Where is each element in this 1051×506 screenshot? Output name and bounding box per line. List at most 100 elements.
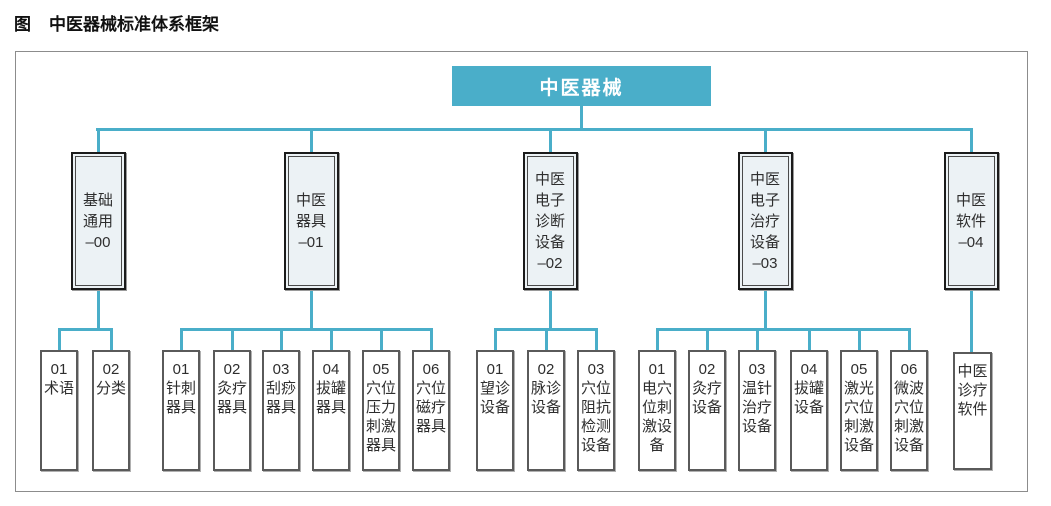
root-node-label: 中医器械 xyxy=(539,77,624,99)
leaf-name: 微波 穴位 刺激 设备 xyxy=(893,380,924,454)
leaf-node-01-06: 06 穴位 磁疗 器具 xyxy=(412,350,450,471)
connector-line xyxy=(544,328,548,350)
leaf-node-00-01: 01 术语 xyxy=(40,350,78,471)
branch-node-inner: 中医 软件 –04 xyxy=(947,156,995,286)
connector-line xyxy=(763,290,767,331)
branch-node-01-tcm-instruments: 中医 器具 –01 xyxy=(283,152,339,290)
connector-line xyxy=(807,328,811,350)
connector-line xyxy=(96,128,973,131)
branch-node-label: 基础 通用 –00 xyxy=(82,191,113,251)
leaf-name: 中医 诊疗 软件 xyxy=(957,363,988,418)
leaf-node-01-03: 03 刮痧 器具 xyxy=(262,350,300,471)
leaf-num: 03 xyxy=(587,361,605,378)
leaf-name: 灸疗 器具 xyxy=(216,380,247,416)
leaf-name: 穴位 阻抗 检测 设备 xyxy=(580,380,611,454)
leaf-node-02-01: 01 望诊 设备 xyxy=(476,350,514,471)
leaf-num: 02 xyxy=(698,361,716,378)
connector-line xyxy=(548,290,552,331)
branch-node-label: 中医 软件 –04 xyxy=(955,191,986,251)
leaf-node-04-software: 中医 诊疗 软件 xyxy=(953,352,992,470)
leaf-name: 激光 穴位 刺激 设备 xyxy=(843,380,874,454)
leaf-name: 术语 xyxy=(43,380,74,397)
leaf-name: 电穴 位刺 激设 备 xyxy=(641,380,672,454)
branch-node-label: 中医 电子 治疗 设备 –03 xyxy=(749,170,780,272)
connector-line xyxy=(969,290,973,352)
figure-title: 图中医器械标准体系框架 xyxy=(14,10,219,35)
leaf-name: 灸疗 设备 xyxy=(691,380,722,416)
leaf-node-01-05: 05 穴位 压力 刺激 器具 xyxy=(362,350,400,471)
leaf-node-03-06: 06 微波 穴位 刺激 设备 xyxy=(890,350,928,471)
leaf-num: 04 xyxy=(800,361,818,378)
root-node-tcm-devices: 中医器械 xyxy=(452,66,711,106)
branch-node-04-tcm-software: 中医 软件 –04 xyxy=(943,152,999,290)
connector-line xyxy=(429,328,433,350)
connector-line xyxy=(230,328,234,350)
leaf-name: 望诊 设备 xyxy=(479,380,510,416)
leaf-node-02-02: 02 脉诊 设备 xyxy=(527,350,565,471)
leaf-num: 03 xyxy=(748,361,766,378)
leaf-num: 01 xyxy=(172,361,190,378)
leaf-num: 04 xyxy=(322,361,340,378)
connector-line xyxy=(57,328,61,350)
leaf-node-03-03: 03 温针 治疗 设备 xyxy=(738,350,776,471)
figure-title-text: 中医器械标准体系框架 xyxy=(49,15,219,34)
leaf-num: 03 xyxy=(272,361,290,378)
connector-line xyxy=(57,328,113,331)
leaf-node-03-04: 04 拔罐 设备 xyxy=(790,350,828,471)
leaf-node-03-02: 02 灸疗 设备 xyxy=(688,350,726,471)
leaf-node-03-01: 01 电穴 位刺 激设 备 xyxy=(638,350,676,471)
branch-node-03-electronic-treatment: 中医 电子 治疗 设备 –03 xyxy=(737,152,793,290)
connector-line xyxy=(279,328,283,350)
connector-line xyxy=(857,328,861,350)
connector-line xyxy=(109,328,113,350)
branch-node-02-electronic-diagnostic: 中医 电子 诊断 设备 –02 xyxy=(522,152,578,290)
connector-line xyxy=(755,328,759,350)
connector-line xyxy=(594,328,598,350)
leaf-node-01-02: 02 灸疗 器具 xyxy=(213,350,251,471)
connector-line xyxy=(309,128,313,152)
branch-node-inner: 中医 器具 –01 xyxy=(287,156,335,286)
leaf-node-03-05: 05 激光 穴位 刺激 设备 xyxy=(840,350,878,471)
connector-line xyxy=(309,290,313,331)
leaf-name: 脉诊 设备 xyxy=(530,380,561,416)
connector-line xyxy=(969,128,973,152)
leaf-num: 05 xyxy=(372,361,390,378)
figure-label: 图 xyxy=(14,15,31,34)
leaf-num: 06 xyxy=(900,361,918,378)
leaf-num: 01 xyxy=(648,361,666,378)
leaf-node-01-01: 01 针刺 器具 xyxy=(162,350,200,471)
leaf-num: 05 xyxy=(850,361,868,378)
leaf-num: 02 xyxy=(537,361,555,378)
branch-node-label: 中医 电子 诊断 设备 –02 xyxy=(534,170,565,272)
leaf-num: 02 xyxy=(102,361,120,378)
leaf-name: 拔罐 设备 xyxy=(793,380,824,416)
connector-line xyxy=(179,328,433,331)
connector-line xyxy=(655,328,659,350)
leaf-node-01-04: 04 拔罐 器具 xyxy=(312,350,350,471)
connector-line xyxy=(379,328,383,350)
connector-line xyxy=(96,290,100,331)
branch-node-inner: 中医 电子 诊断 设备 –02 xyxy=(526,156,574,286)
connector-line xyxy=(548,128,552,152)
leaf-name: 刮痧 器具 xyxy=(265,380,296,416)
leaf-num: 06 xyxy=(422,361,440,378)
branch-node-inner: 中医 电子 治疗 设备 –03 xyxy=(741,156,789,286)
leaf-num: 02 xyxy=(223,361,241,378)
leaf-name: 针刺 器具 xyxy=(165,380,196,416)
connector-line xyxy=(763,128,767,152)
leaf-name: 穴位 磁疗 器具 xyxy=(415,380,446,435)
connector-line xyxy=(329,328,333,350)
connector-line xyxy=(493,328,497,350)
leaf-num: 01 xyxy=(50,361,68,378)
connector-line xyxy=(907,328,911,350)
leaf-node-00-02: 02 分类 xyxy=(92,350,130,471)
leaf-name: 分类 xyxy=(95,380,126,397)
connector-line xyxy=(179,328,183,350)
branch-node-00-basic-general: 基础 通用 –00 xyxy=(70,152,126,290)
connector-line xyxy=(705,328,709,350)
leaf-node-02-03: 03 穴位 阻抗 检测 设备 xyxy=(577,350,615,471)
branch-node-label: 中医 器具 –01 xyxy=(295,191,326,251)
connector-line xyxy=(96,128,100,152)
leaf-num: 01 xyxy=(486,361,504,378)
